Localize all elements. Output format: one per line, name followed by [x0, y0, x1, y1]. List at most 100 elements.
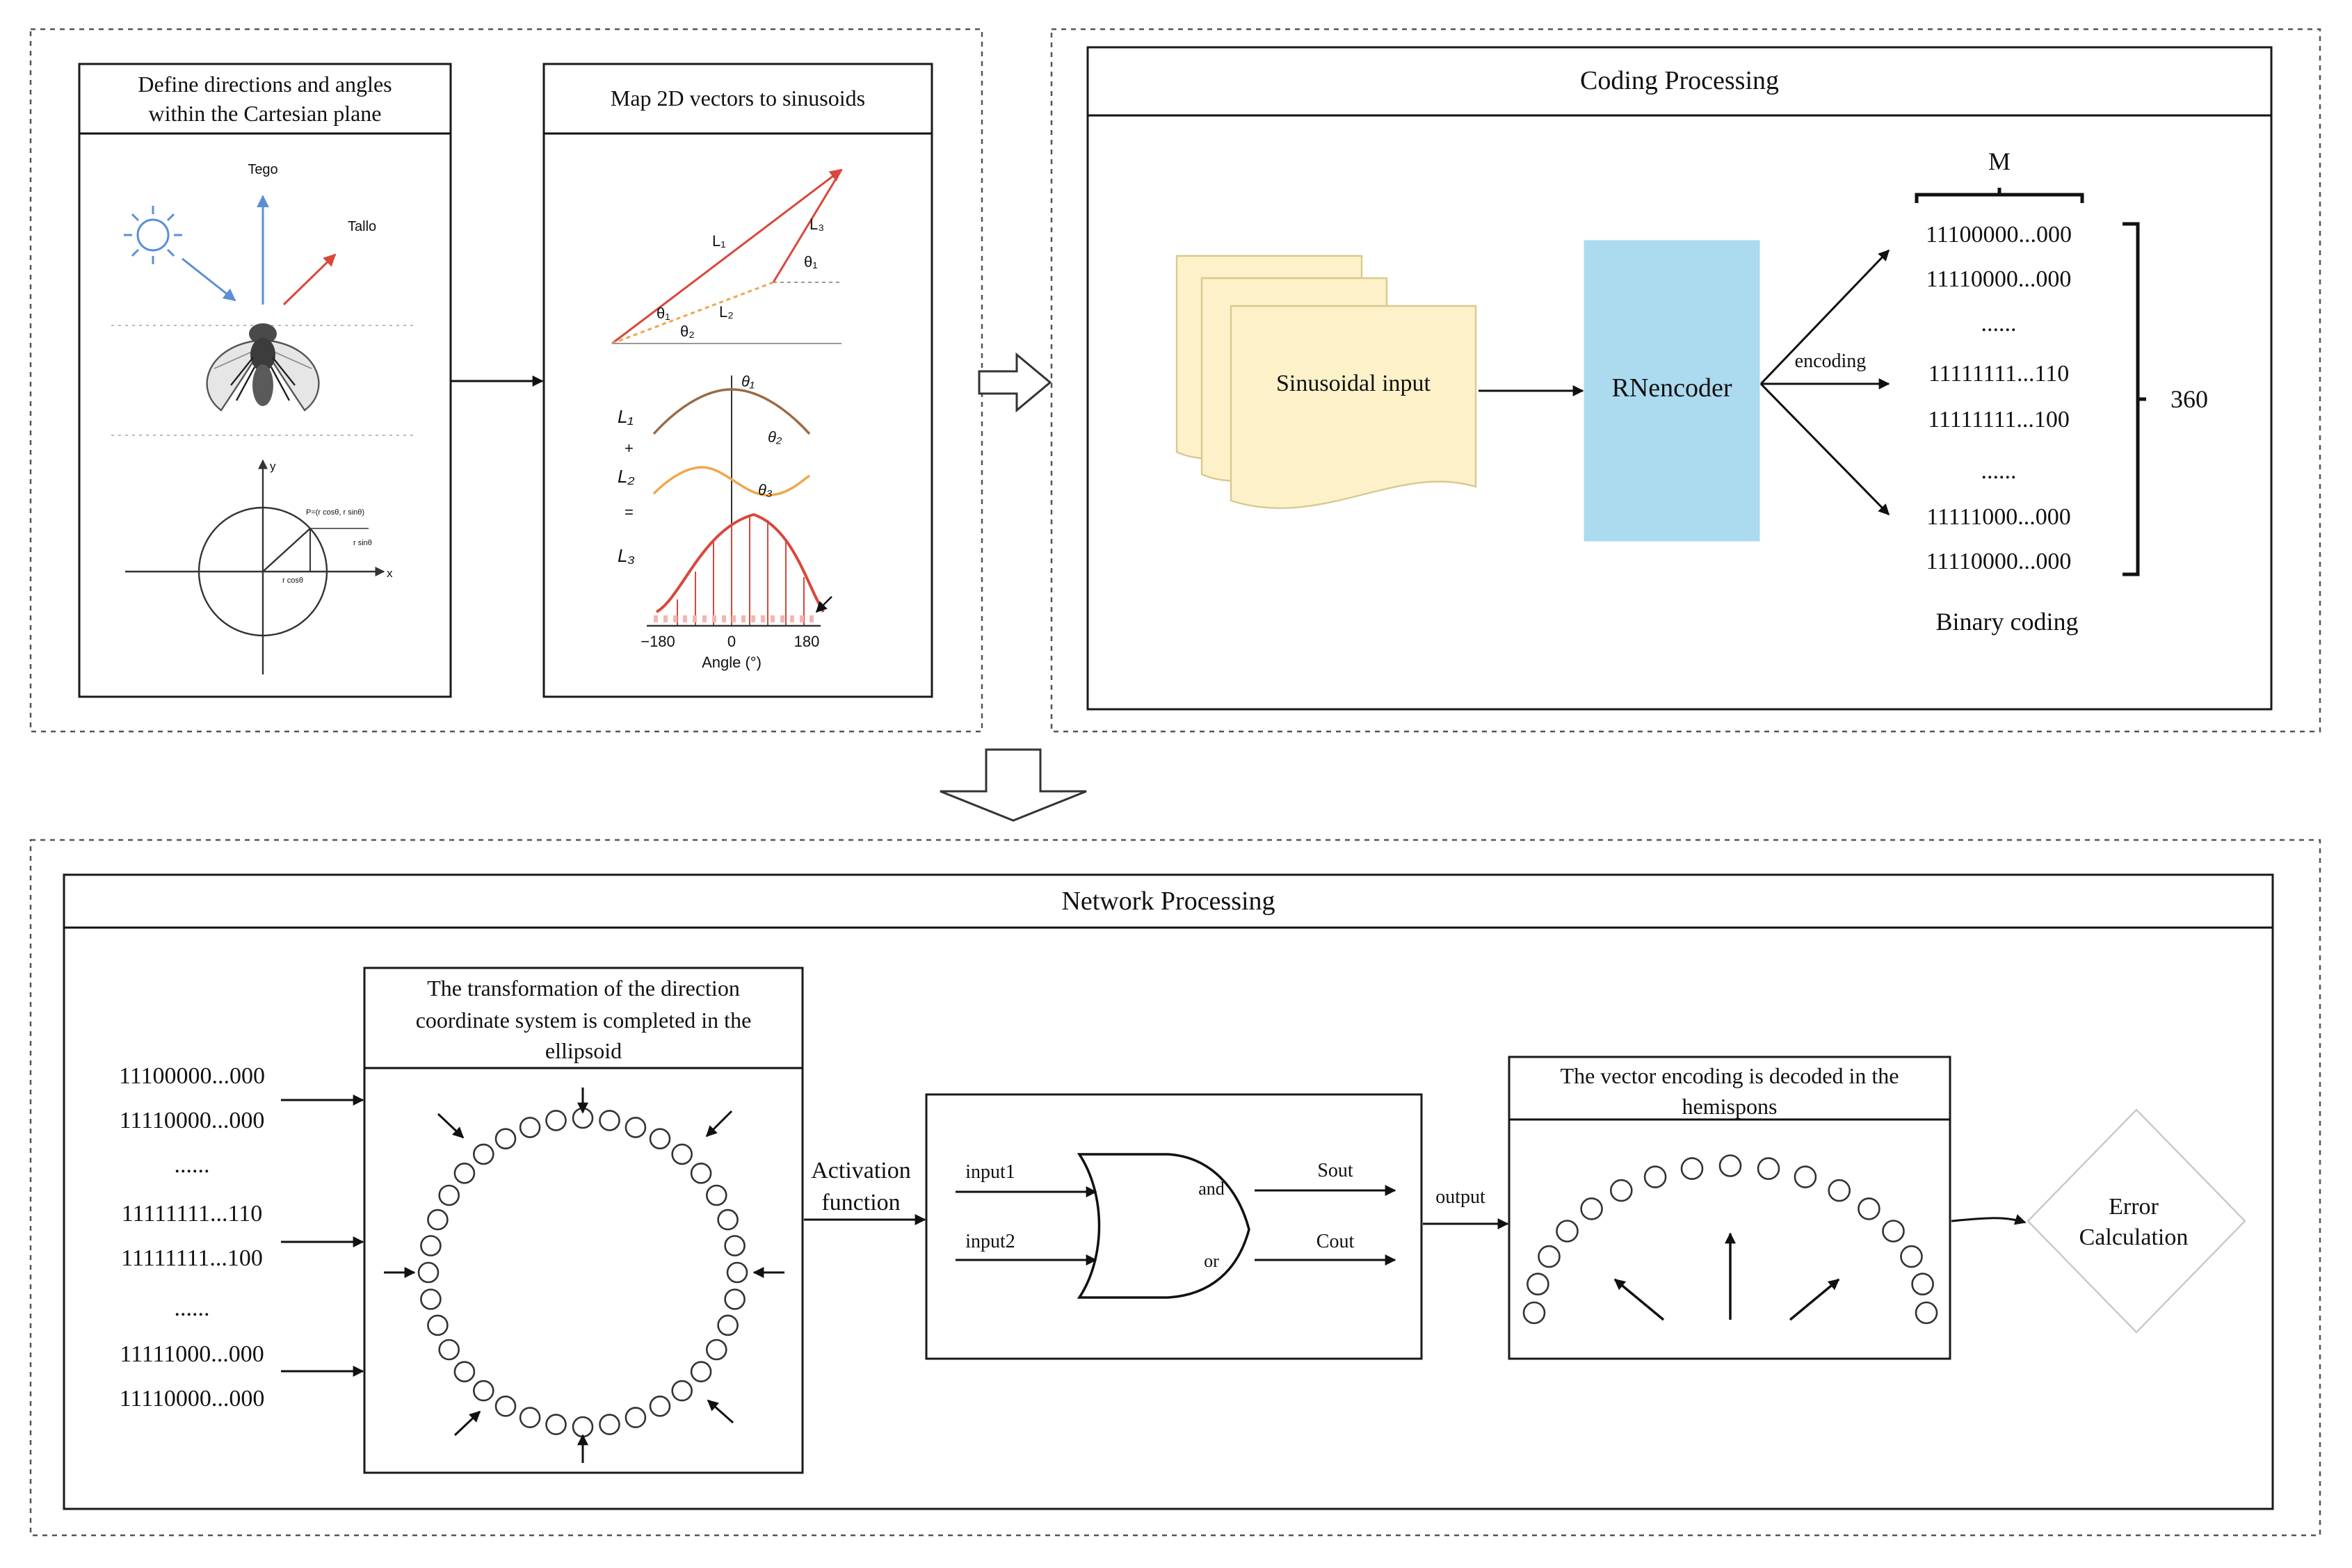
ring-neuron	[427, 1314, 449, 1336]
peak-theta2: θ₂	[768, 428, 782, 446]
label-up: Tego	[248, 162, 277, 177]
label-theta2: θ₂	[680, 323, 695, 340]
network-code-8: 11110000...000	[120, 1386, 265, 1412]
arc-neuron	[1718, 1154, 1742, 1177]
arrow-encoding-up	[1759, 249, 1890, 385]
hemisphere-title-1: The vector encoding is decoded in the	[1561, 1063, 1899, 1088]
network-code-4: 11111111...110	[122, 1201, 262, 1227]
arc-neuron	[1643, 1165, 1667, 1188]
ring-neuron	[724, 1288, 746, 1310]
rnencoder-block	[1584, 240, 1760, 542]
gate-sout-label: Sout	[1317, 1160, 1353, 1181]
label-L3: L₃	[809, 216, 824, 233]
ring-neuron	[572, 1416, 594, 1438]
error-label-2: Calculation	[2079, 1225, 2189, 1250]
arc-neuron	[1680, 1157, 1704, 1180]
label-L1: L₁	[712, 232, 726, 250]
neuron-ring	[417, 1107, 748, 1438]
arc-neuron	[1556, 1220, 1579, 1243]
curve-L1	[652, 388, 811, 435]
coding-code-8: 11110000...000	[1926, 549, 2072, 574]
ring-neuron	[649, 1128, 671, 1149]
coding-title: Coding Processing	[1580, 66, 1779, 95]
point-label: P=(r cosθ, r sinθ)	[306, 508, 364, 517]
arc-neuron	[1828, 1179, 1851, 1202]
ring-neuron	[453, 1361, 476, 1382]
count-bracket	[2123, 222, 2146, 576]
coding-code-2: 11110000...000	[1926, 266, 2072, 292]
curve-L2	[652, 466, 811, 496]
group-frame-top-right	[1050, 28, 2321, 733]
coding-processing-panel: Coding Processing Sinusoidal input RNenc…	[1086, 46, 2273, 711]
gate-input2-label: input2	[965, 1231, 1015, 1252]
network-processing-panel: Network Processing 11100000...000 111100…	[63, 873, 2274, 1510]
curve-L2-label: L₂	[618, 466, 634, 487]
network-code-1: 11100000...000	[119, 1063, 265, 1089]
ring-neuron	[724, 1235, 746, 1256]
panel-sinusoids: Map 2D vectors to sinusoids L₁ L₃ L₂ θ₁ …	[542, 63, 933, 698]
tick-mid: 0	[727, 633, 736, 650]
network-code-6: ......	[175, 1295, 210, 1321]
arc-neuron	[1900, 1245, 1923, 1268]
radius-line	[262, 528, 311, 572]
rsin-label: r sinθ	[353, 539, 372, 547]
encoding-label: encoding	[1795, 350, 1867, 372]
ring-neuron	[545, 1414, 567, 1435]
coding-code-1: 11100000...000	[1926, 222, 2072, 248]
ring-neuron	[717, 1314, 739, 1336]
panel1-title-line2: within the Cartesian plane	[148, 101, 381, 126]
ring-neuron	[706, 1184, 727, 1206]
ring-neuron	[438, 1339, 460, 1361]
arc-neuron	[1527, 1272, 1549, 1295]
plus-sign: +	[625, 439, 634, 457]
arc-neuron	[1858, 1197, 1880, 1220]
ring-neuron	[706, 1339, 727, 1361]
output-label: output	[1435, 1186, 1485, 1208]
gate-or-label: or	[1204, 1251, 1219, 1271]
ring-neuron	[599, 1414, 620, 1435]
coding-code-6: ......	[1981, 458, 2017, 484]
label-theta1: θ₁	[804, 253, 818, 270]
network-code-3: ......	[175, 1152, 210, 1178]
arc-neuron	[1610, 1179, 1633, 1202]
ellipsoid-title-3: ellipsoid	[545, 1038, 622, 1063]
ring-neuron	[427, 1209, 449, 1231]
curve-L3	[655, 512, 825, 613]
axis-x-label: x	[387, 567, 393, 580]
curve-L1-label: L₁	[618, 406, 634, 427]
vector-L2	[611, 281, 774, 345]
fly-icon	[206, 323, 320, 412]
ring-neuron	[494, 1396, 517, 1417]
hemi-arrow-left	[1613, 1278, 1665, 1321]
coding-code-3: ......	[1981, 311, 2017, 337]
network-code-2: 11110000...000	[120, 1108, 265, 1133]
rnencoder-label: RNencoder	[1611, 373, 1732, 403]
count-label: 360	[2170, 385, 2208, 413]
coding-code-7: 11111000...000	[1926, 504, 2070, 530]
sinusoidal-input-label: Sinusoidal input	[1276, 371, 1431, 396]
arc-neuron	[1882, 1220, 1905, 1243]
ring-neuron	[545, 1110, 567, 1131]
panel1-title-line1: Define directions and angles	[138, 72, 392, 97]
sun-ray-arrow	[182, 257, 236, 302]
coding-code-5: 11111111...100	[1928, 407, 2070, 433]
peak-theta1: θ₁	[741, 373, 755, 390]
label-diagonal: Tallo	[348, 219, 376, 234]
equals-sign: =	[625, 503, 634, 521]
arc-neuron	[1757, 1157, 1780, 1180]
unit-circle	[198, 506, 328, 637]
neuron-arc	[1522, 1154, 1938, 1325]
gate-cout-label: Cout	[1316, 1231, 1355, 1252]
ellipsoid-title-1: The transformation of the direction	[427, 976, 740, 1001]
panel2-title: Map 2D vectors to sinusoids	[611, 86, 865, 111]
ring-neuron	[420, 1288, 442, 1310]
arc-neuron	[1915, 1301, 1938, 1325]
arrow-to-error	[1951, 1214, 2027, 1225]
panel-directions: Define directions and angles within the …	[78, 63, 452, 698]
network-title: Network Processing	[1061, 887, 1275, 916]
curve-L3-label: L₃	[618, 545, 635, 566]
ring-input-arrows	[384, 1088, 784, 1463]
axis-y-label: y	[270, 460, 276, 473]
ring-neuron	[472, 1143, 494, 1165]
